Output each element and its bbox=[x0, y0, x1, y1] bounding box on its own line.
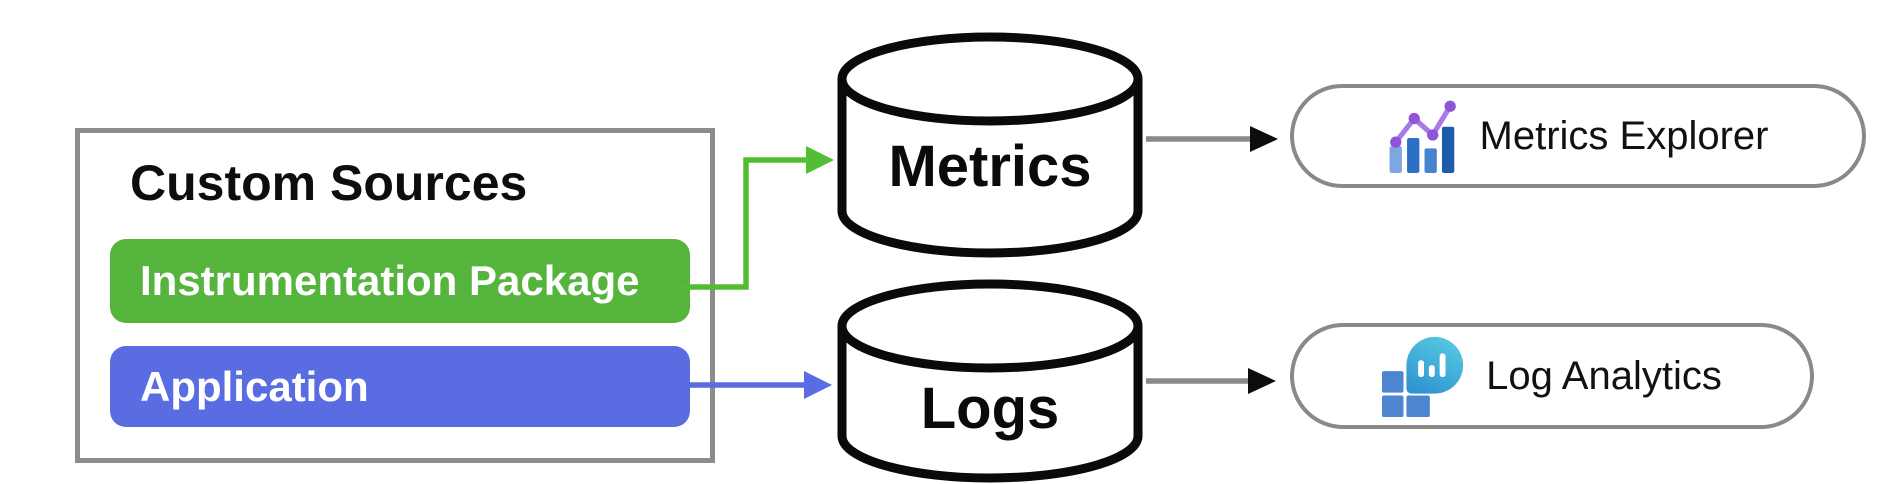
instrumentation-package-label: Instrumentation Package bbox=[140, 257, 640, 304]
logs-store-label: Logs bbox=[920, 375, 1060, 441]
metrics-to-explorer-arrow bbox=[1146, 126, 1278, 152]
metrics-store-label: Metrics bbox=[888, 133, 1092, 199]
application-node: Application bbox=[110, 346, 690, 427]
metrics-explorer-label: Metrics Explorer bbox=[1479, 113, 1769, 158]
custom-sources-title: Custom Sources bbox=[130, 155, 528, 211]
application-label: Application bbox=[140, 362, 369, 410]
log-analytics-node: Log Analytics bbox=[1290, 323, 1814, 429]
instrumentation-package-node: Instrumentation Package bbox=[110, 239, 690, 323]
logs-to-analytics-arrow bbox=[1146, 368, 1276, 394]
log-analytics-icon bbox=[1382, 336, 1464, 418]
log-analytics-label: Log Analytics bbox=[1486, 353, 1722, 398]
metrics-chart-icon bbox=[1389, 100, 1456, 173]
metrics-explorer-node: Metrics Explorer bbox=[1290, 84, 1866, 188]
custom-sources-group: Custom Sources Instrumentation Package A… bbox=[75, 128, 715, 463]
